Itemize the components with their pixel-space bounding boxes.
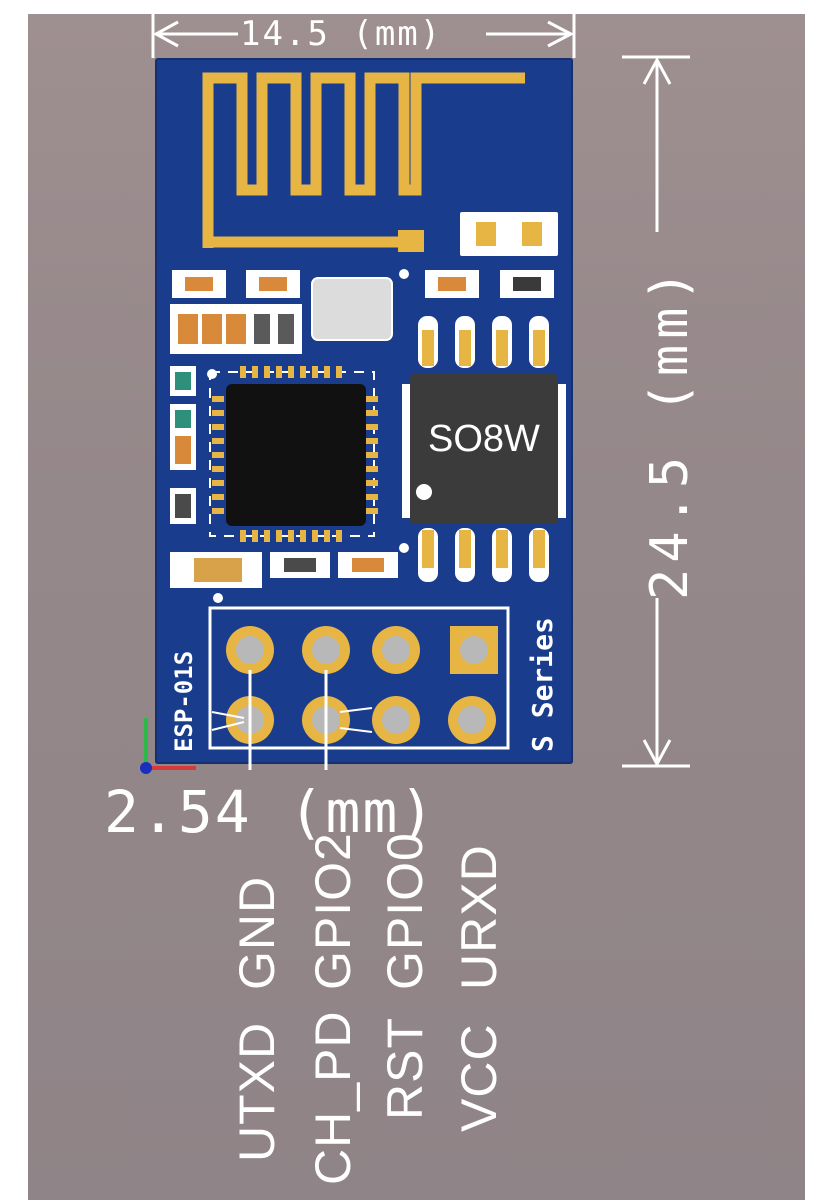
pin-header: [211, 626, 498, 770]
flash-chip: [402, 316, 566, 582]
height-dimension: [622, 55, 690, 768]
pin-label-gpio0: GPIO0: [377, 832, 433, 990]
model-silkscreen: ESP-01S: [170, 650, 198, 752]
pin-label-urxd: URXD: [451, 844, 507, 990]
series-silkscreen: S Series: [526, 617, 559, 752]
pin-header-outline: [208, 606, 510, 750]
width-dimension: [151, 12, 576, 58]
axis-marker-icon: [140, 718, 196, 774]
pin-label-gpio2: GPIO2: [305, 832, 361, 990]
pitch-dimension-label: 2.54 (mm): [104, 778, 437, 846]
pin-label-ch-pd: CH_PD: [305, 1010, 361, 1185]
pin-pad: [226, 626, 498, 744]
crystal: [311, 277, 393, 341]
width-dimension-label: 14.5 (mm): [240, 14, 443, 54]
chip-label: SO8W: [428, 418, 540, 460]
pin-label-rst: RST: [377, 1017, 433, 1120]
pin-label-utxd: UTXD: [229, 1021, 285, 1162]
led: [460, 212, 558, 256]
left-passives: [170, 366, 196, 524]
pin-label-gnd: GND: [229, 875, 285, 990]
antenna-pad: [398, 230, 424, 252]
smd-resistor: [172, 270, 554, 298]
capacitor: [170, 552, 398, 588]
resistor-array: [170, 304, 302, 354]
esp8266-chip: [207, 366, 378, 542]
height-dimension-label: 24.5 (mm): [640, 264, 700, 600]
antenna-trace: [202, 72, 525, 248]
pin-label-vcc: VCC: [451, 1023, 507, 1132]
